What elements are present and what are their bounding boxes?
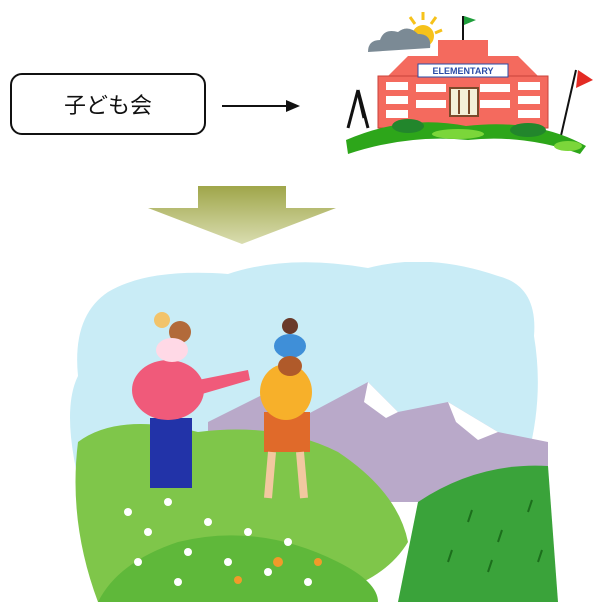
flowers (124, 498, 312, 586)
kodomokai-label-box: 子ども会 (10, 73, 206, 135)
right-arrow-icon (222, 100, 300, 112)
school-sign-text: ELEMENTARY (432, 66, 493, 76)
elementary-school-illustration: ELEMENTARY (346, 12, 593, 154)
mother-figure (260, 318, 312, 499)
down-arrow-icon (148, 186, 336, 244)
kodomokai-label-text: 子ども会 (63, 94, 152, 119)
cloud-icon (368, 28, 431, 52)
father-figure (132, 312, 250, 488)
school-building: ELEMENTARY (377, 40, 549, 129)
family-hiking-illustration (70, 262, 558, 602)
right-hill (398, 465, 558, 602)
corner-flag-icon (576, 70, 593, 88)
swing-icon (346, 89, 370, 129)
roof-flag-icon (464, 16, 476, 25)
